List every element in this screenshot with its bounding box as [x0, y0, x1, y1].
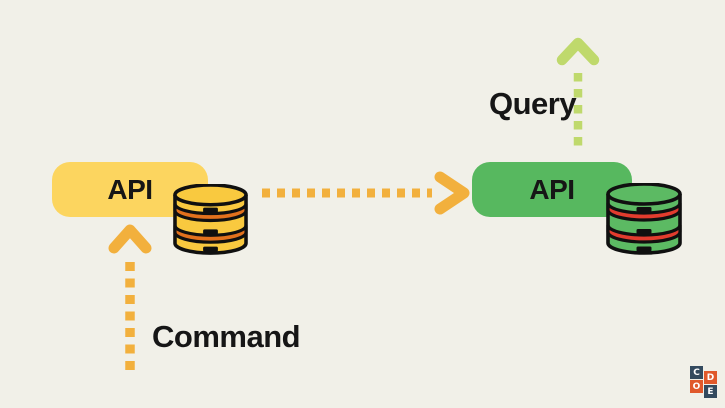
logo-tile-o: O — [690, 380, 703, 393]
command-arrow-up-icon — [108, 224, 152, 370]
query-label: Query — [489, 86, 577, 121]
read-database-icon — [606, 183, 682, 255]
logo-tile-d: D — [704, 371, 717, 384]
logo-tile-e: E — [704, 385, 717, 398]
query-api-box: API — [472, 162, 632, 217]
sync-arrow-right-icon — [262, 171, 470, 215]
command-api-label: API — [107, 173, 153, 205]
codeopinion-logo: C O D E — [690, 366, 717, 398]
command-label: Command — [152, 319, 301, 354]
query-arrow-up-icon — [556, 37, 600, 148]
write-database-icon — [173, 184, 248, 255]
logo-left-column: C O — [690, 366, 703, 393]
query-api-label: API — [529, 173, 575, 205]
logo-tile-c: C — [690, 366, 703, 379]
logo-right-column: D E — [704, 371, 717, 398]
